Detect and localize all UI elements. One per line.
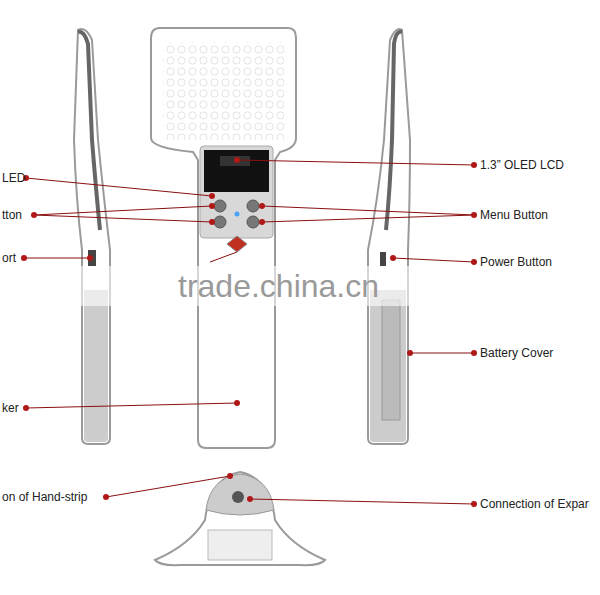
callout-label: 1.3” OLED LCD — [480, 158, 564, 172]
leader-dots — [21, 157, 477, 507]
front-housing — [151, 28, 296, 448]
callout-label: Menu Button — [480, 208, 548, 222]
callout-label: ort — [2, 251, 16, 265]
watermark: trade.china.cn — [178, 268, 379, 304]
oled-screen — [204, 150, 269, 192]
watermark-band — [0, 266, 600, 306]
side-housing-left — [74, 29, 110, 444]
control-panel — [200, 146, 273, 238]
callout-label: Power Button — [480, 255, 552, 269]
callout-label: on of Hand-strip — [2, 490, 87, 504]
side-housing-right — [368, 29, 410, 444]
callout-label: Battery Cover — [480, 346, 553, 360]
callout-label: tton — [2, 208, 22, 222]
leader-lines — [24, 160, 474, 504]
callout-label: ker — [2, 401, 19, 415]
bottom-housing — [155, 472, 325, 565]
led-array — [163, 42, 284, 140]
callout-label: LED — [2, 171, 25, 185]
callout-label: Connection of Expar — [480, 497, 589, 511]
power-key — [227, 236, 247, 252]
